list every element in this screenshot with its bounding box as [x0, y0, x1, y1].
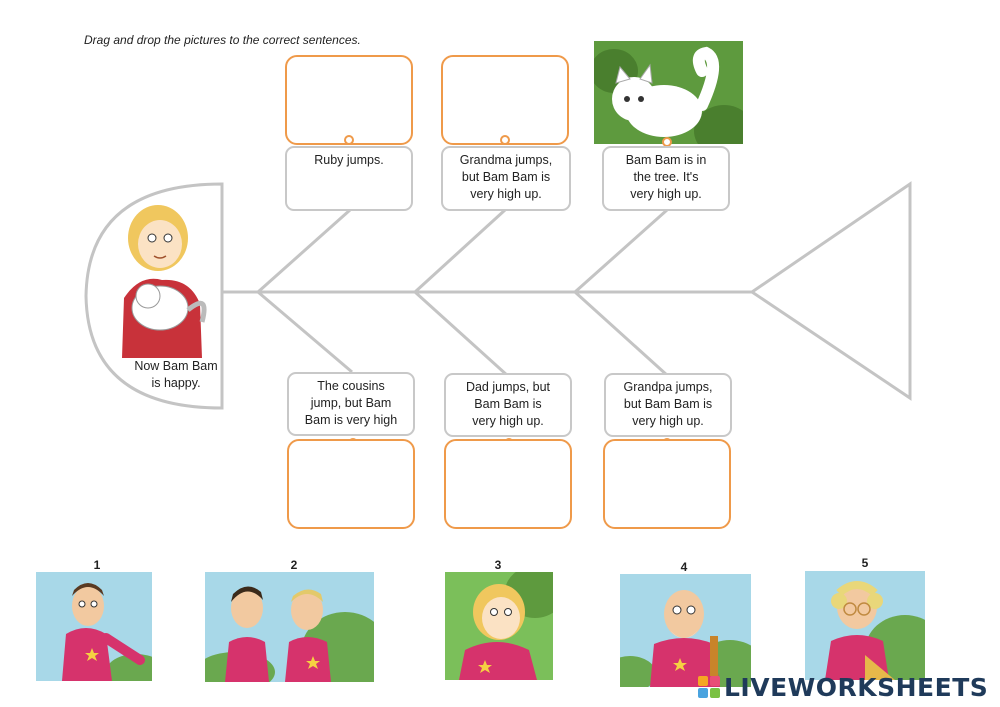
bone-bottom-1	[257, 290, 353, 374]
man-in-red-shirt-icon[interactable]	[36, 572, 152, 681]
sentence-bottom-1: The cousins jump, but Bam Bam is very hi…	[287, 372, 415, 436]
logo-text: LIVEWORKSHEETS	[724, 672, 989, 702]
drop-zone-connector	[344, 135, 354, 145]
grandma-icon[interactable]	[805, 571, 925, 680]
picture-number-1: 1	[93, 558, 101, 572]
girl-with-cat-icon	[122, 205, 207, 358]
liveworksheets-logo: LIVEWORKSHEETS	[698, 672, 988, 702]
bone-bottom-3	[573, 290, 670, 378]
bone-bottom-2	[413, 290, 510, 378]
head-text-line2: is happy.	[151, 376, 201, 390]
picture-number-5: 5	[861, 556, 869, 570]
bone-top-2	[413, 208, 507, 294]
sentence-top-3: Bam Bam is in the tree. It's very high u…	[602, 146, 730, 211]
ruby-girl-icon[interactable]	[445, 572, 553, 680]
sentence-top-2: Grandma jumps, but Bam Bam is very high …	[441, 146, 571, 211]
sentence-bottom-2: Dad jumps, but Bam Bam is very high up.	[444, 373, 572, 437]
picture-number-4: 4	[680, 560, 688, 574]
instruction-text: Drag and drop the pictures to the correc…	[84, 33, 361, 47]
head-text-line1: Now Bam Bam	[134, 359, 218, 373]
drop-zone-top-2[interactable]	[441, 55, 569, 145]
picture-number-3: 3	[494, 558, 502, 572]
bone-top-1	[257, 208, 351, 294]
logo-squares-icon	[698, 676, 720, 698]
bone-top-3	[574, 208, 668, 294]
cat-in-tree-icon[interactable]	[594, 41, 743, 144]
drop-zone-bottom-1[interactable]	[287, 439, 415, 529]
drop-zone-bottom-3[interactable]	[603, 439, 731, 529]
fish-tail	[749, 181, 912, 401]
drop-zone-connector	[500, 135, 510, 145]
picture-number-2: 2	[290, 558, 298, 572]
two-cousins-icon[interactable]	[205, 572, 374, 682]
sentence-top-1: Ruby jumps.	[285, 146, 413, 211]
grandpa-icon[interactable]	[620, 574, 751, 687]
drop-zone-top-1[interactable]	[285, 55, 413, 145]
sentence-bottom-3: Grandpa jumps, but Bam Bam is very high …	[604, 373, 732, 437]
drop-zone-bottom-2[interactable]	[444, 439, 572, 529]
